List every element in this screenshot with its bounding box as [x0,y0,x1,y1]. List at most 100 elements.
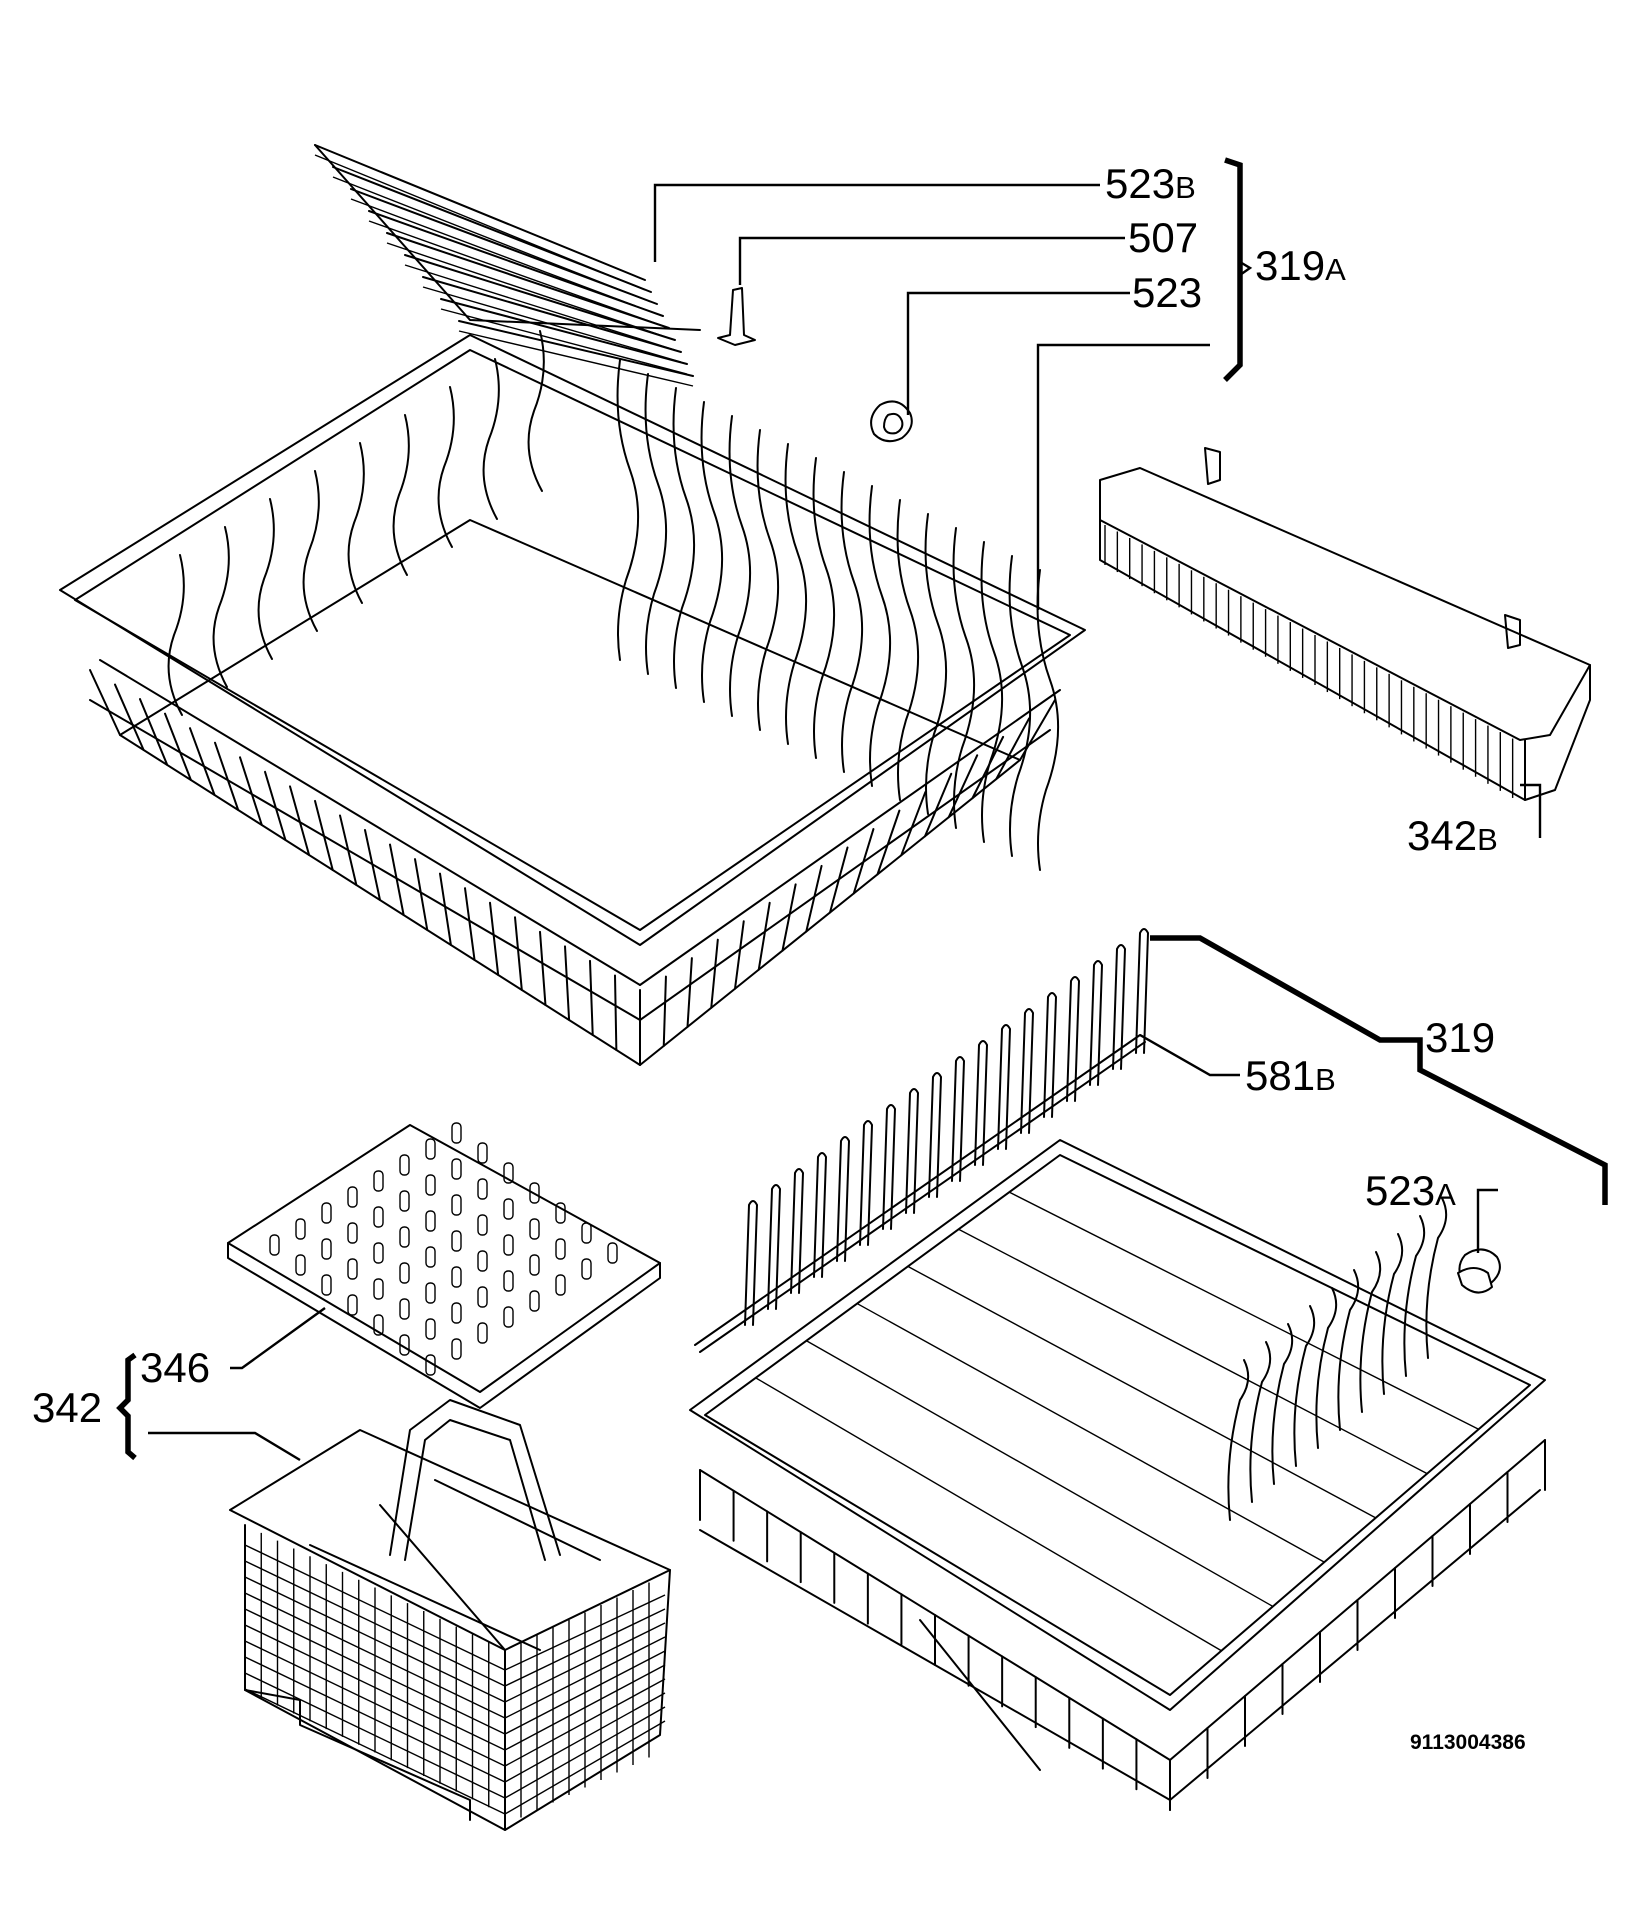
label-342: 342 [32,1384,102,1431]
wire-stroke [589,959,594,1036]
wire-stroke [437,386,455,548]
wire-stroke [504,1608,666,1687]
wire-stroke [392,414,410,576]
wire-stroke [239,756,263,826]
grid-slot [399,1334,410,1356]
wire-stroke [672,387,696,689]
grid-slot [477,1322,488,1344]
grid-slot [373,1242,384,1264]
grid-slot [295,1218,306,1240]
grid-slot [451,1230,462,1252]
wire-stroke [244,1608,506,1735]
grid-slot [347,1258,358,1280]
wire-stroke [662,975,667,1047]
cutlery-rack-523b [314,144,701,387]
wire-stroke [167,554,185,716]
grid-slot [477,1178,488,1200]
side-basket-342b [1099,447,1591,801]
wire-stroke [951,1056,965,1182]
grid-slot [269,1234,280,1256]
wire-stroke [1381,1233,1404,1395]
part-labels: 523B 507 523 319A 342B 319 581B 523A 346… [32,160,1526,1754]
wire-stroke [350,188,658,305]
grid-slot [451,1194,462,1216]
wire-stroke [767,1184,781,1310]
wire-stroke [489,901,500,976]
wire-stroke [89,669,121,736]
wire-stroke [504,1720,666,1815]
wire-stroke [644,373,668,675]
wire-stroke [928,1072,942,1198]
wire-stroke [614,974,618,1051]
grid-slot [425,1174,436,1196]
grid-slot [399,1298,410,1320]
wire-stroke [458,320,694,377]
lower-basket [689,1139,1546,1811]
grid-slot [373,1314,384,1336]
grid-slot [373,1170,384,1192]
wire-stroke [1043,992,1057,1118]
wire-stroke [924,772,953,838]
wire-stroke [464,887,476,961]
label-342b: 342B [1407,812,1498,859]
wire-stroke [980,541,1004,843]
grid-slot [503,1270,514,1292]
wire-stroke [368,210,664,317]
wire-stroke [244,1624,506,1751]
wire-stroke [214,741,240,811]
wire-stroke [974,1040,988,1166]
wire-stroke [813,1152,827,1278]
grid-slot [503,1234,514,1256]
wire-stroke [504,1664,666,1751]
grid-slot [399,1226,410,1248]
wire-stroke [952,527,976,829]
grid-slot [425,1246,436,1268]
grid-slot [503,1162,514,1184]
wire-stroke [332,166,652,293]
wire-stroke [1135,928,1149,1054]
cutlery-basket-342 [229,1399,671,1831]
wire-stroke [790,1168,804,1294]
wire-stroke [347,442,365,604]
grid-slot [477,1286,488,1308]
grid-slot [581,1258,592,1280]
label-507: 507 [1128,214,1198,261]
cutlery-grid-346 [227,1122,661,1409]
wire-stroke [756,429,780,731]
wire-stroke [439,872,452,946]
wire-stroke [386,242,670,339]
grid-slot [373,1278,384,1300]
wire-stroke [244,1544,506,1671]
label-523b: 523B [1105,160,1196,207]
wire-stroke [244,1672,506,1799]
wire-stroke [781,883,797,952]
wire-stroke [907,1265,1377,1519]
grid-slot [555,1274,566,1296]
grid-slot [295,1254,306,1276]
wire-stroke [244,1576,506,1703]
wire-stroke [1403,1215,1426,1377]
grid-slot [451,1266,462,1288]
wire-stroke [514,916,523,991]
wire-stroke [244,1560,506,1687]
label-346: 346 [140,1344,210,1391]
wire-stroke [244,1640,506,1767]
wire-stroke [1089,960,1103,1086]
wire-stroke [710,938,719,1009]
wire-stroke [686,957,693,1028]
wire-stroke [257,498,275,660]
wire-stroke [422,276,682,353]
grid-slot [425,1138,436,1160]
grid-slot [399,1154,410,1176]
wire-stroke [504,1650,666,1735]
wire-stroke [244,1592,506,1719]
wire-stroke [900,791,927,857]
drawing-code: 9113004386 [1410,1731,1526,1754]
wire-stroke [504,1594,666,1671]
wire-stroke [744,1200,758,1326]
grid-slot [399,1262,410,1284]
wire-stroke [527,330,545,492]
holder-507 [717,287,756,346]
grid-slot [555,1238,566,1260]
wire-stroke [859,1120,873,1246]
